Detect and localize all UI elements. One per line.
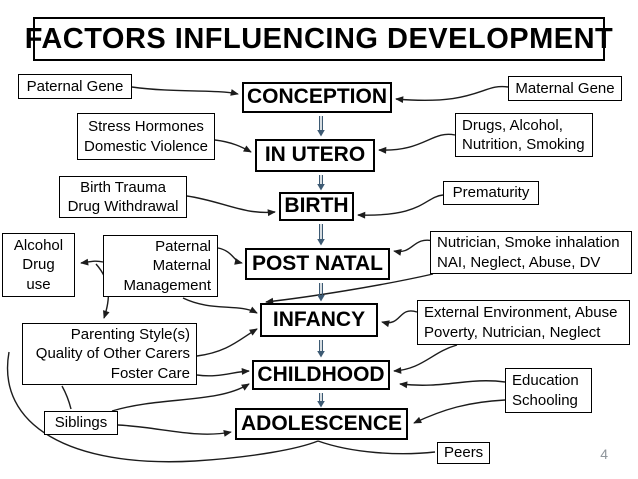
factor-line: External Environment, Abuse — [424, 304, 618, 322]
factor-line: Foster Care — [110, 364, 190, 382]
connector-foster-care-to-childhood — [196, 368, 250, 377]
connector-birth-trauma-to-birth — [186, 195, 276, 217]
factor-line: Siblings — [54, 414, 108, 432]
factor-line: Management — [123, 276, 211, 294]
factor-alcohol-drug-use: Alcohol Drug use — [2, 233, 75, 297]
flow-arrow-birth-post-natal — [317, 224, 325, 246]
factor-line: Maternal Gene — [515, 79, 615, 97]
flow-arrow-in-utero-birth — [317, 175, 325, 191]
factor-line: Stress Hormones — [88, 118, 204, 136]
factor-education-schooling: Education Schooling — [505, 368, 592, 413]
stage-label: INFANCY — [272, 307, 366, 331]
connector-management-to-alcohol — [80, 258, 104, 266]
factor-external-environment: External Environment, Abuse Poverty, Nut… — [417, 300, 630, 345]
factor-line: Parenting Style(s) — [70, 326, 190, 344]
connector-education-to-childhood — [399, 380, 506, 389]
factor-line: Poverty, Nutrician, Neglect — [424, 323, 601, 341]
connector-left-sweep-to-adolescence — [6, 351, 319, 463]
stage-label: CONCEPTION — [246, 85, 387, 109]
factor-line: Birth Trauma — [80, 178, 166, 196]
factor-line: Domestic Violence — [84, 137, 208, 155]
factor-line: Schooling — [512, 391, 578, 409]
connector-external-to-infancy — [381, 310, 418, 328]
factor-siblings: Siblings — [44, 411, 118, 435]
flow-arrow-infancy-childhood — [317, 340, 325, 358]
connector-external-to-childhood — [393, 344, 458, 374]
connector-nai-to-post-natal — [393, 239, 435, 256]
connector-paternal-gene-to-conception — [131, 86, 239, 96]
factor-line: Drug — [22, 256, 55, 274]
stage-label: IN UTERO — [264, 143, 366, 167]
connector-parenting-to-infancy — [196, 328, 258, 357]
stage-label: BIRTH — [284, 194, 349, 218]
flow-arrow-post-natal-infancy — [317, 283, 325, 302]
page-number: 4 — [600, 446, 608, 462]
factor-line: Maternal — [152, 257, 211, 275]
stage-adolescence: ADOLESCENCE — [235, 408, 408, 440]
factor-line: Drug Withdrawal — [67, 198, 179, 215]
connector-education-to-adolescence — [413, 399, 506, 424]
title-box: FACTORS INFLUENCING DEVELOPMENT — [25, 17, 613, 61]
factor-stress-hormones: Stress Hormones Domestic Violence — [77, 113, 215, 160]
factor-maternal-gene: Maternal Gene — [508, 76, 622, 101]
factor-paternal-gene: Paternal Gene — [18, 74, 132, 99]
factor-line: Nutrition, Smoking — [462, 136, 585, 153]
stage-childhood: CHILDHOOD — [252, 360, 390, 390]
factor-line: Quality of Other Carers — [35, 345, 190, 363]
connector-adolescence-to-peers — [317, 440, 436, 455]
factor-prematurity: Prematurity — [443, 181, 539, 205]
connector-drugs-to-in-utero — [378, 133, 456, 154]
factor-drugs-alcohol: Drugs, Alcohol, Nutrition, Smoking — [455, 113, 593, 157]
stage-label: POST NATAL — [251, 251, 384, 275]
page-title: FACTORS INFLUENCING DEVELOPMENT — [24, 22, 614, 55]
factor-paternal-maternal-management: Paternal Maternal Management — [103, 235, 218, 297]
factor-peers: Peers — [437, 442, 490, 464]
factor-line: use — [26, 275, 51, 293]
factor-line: Prematurity — [452, 184, 530, 202]
stage-infancy: INFANCY — [260, 303, 378, 337]
factor-parenting-style: Parenting Style(s) Quality of Other Care… — [22, 323, 197, 385]
stage-birth: BIRTH — [279, 192, 354, 221]
connector-management-to-infancy — [182, 297, 258, 314]
flow-arrow-childhood-adolescence — [317, 393, 325, 408]
factor-birth-trauma: Birth Trauma Drug Withdrawal — [59, 176, 187, 218]
factor-nutrician-smoke-nai: Nutrician, Smoke inhalation NAI, Neglect… — [430, 231, 632, 274]
stage-label: CHILDHOOD — [257, 362, 385, 386]
factor-line: Education — [512, 372, 579, 390]
stage-flow-arrows — [317, 116, 325, 408]
factor-line: Paternal — [155, 238, 211, 256]
connector-siblings-to-childhood — [111, 383, 250, 412]
connector-parenting-to-siblings — [61, 385, 72, 410]
connector-nai-to-infancy — [265, 273, 434, 305]
factor-line: Drugs, Alcohol, — [462, 116, 563, 134]
flow-arrow-conception-in-utero — [317, 116, 325, 137]
stage-conception: CONCEPTION — [242, 82, 392, 113]
factor-line: Nutrician, Smoke inhalation — [437, 234, 620, 252]
factor-line: Alcohol — [13, 237, 64, 255]
factor-line: NAI, Neglect, Abuse, DV — [437, 253, 601, 271]
connector-maternal-gene-to-conception — [395, 85, 509, 104]
stage-label: ADOLESCENCE — [240, 411, 403, 435]
stage-post-natal: POST NATAL — [245, 248, 390, 280]
connector-siblings-to-adolescence — [117, 424, 232, 437]
factor-line: Peers — [444, 444, 484, 462]
connector-management-to-post-natal — [217, 247, 243, 265]
factor-line: Paternal Gene — [26, 77, 124, 95]
connector-prematurity-to-birth — [357, 194, 444, 219]
stage-in-utero: IN UTERO — [255, 139, 375, 172]
connector-stress-to-in-utero — [214, 139, 252, 153]
